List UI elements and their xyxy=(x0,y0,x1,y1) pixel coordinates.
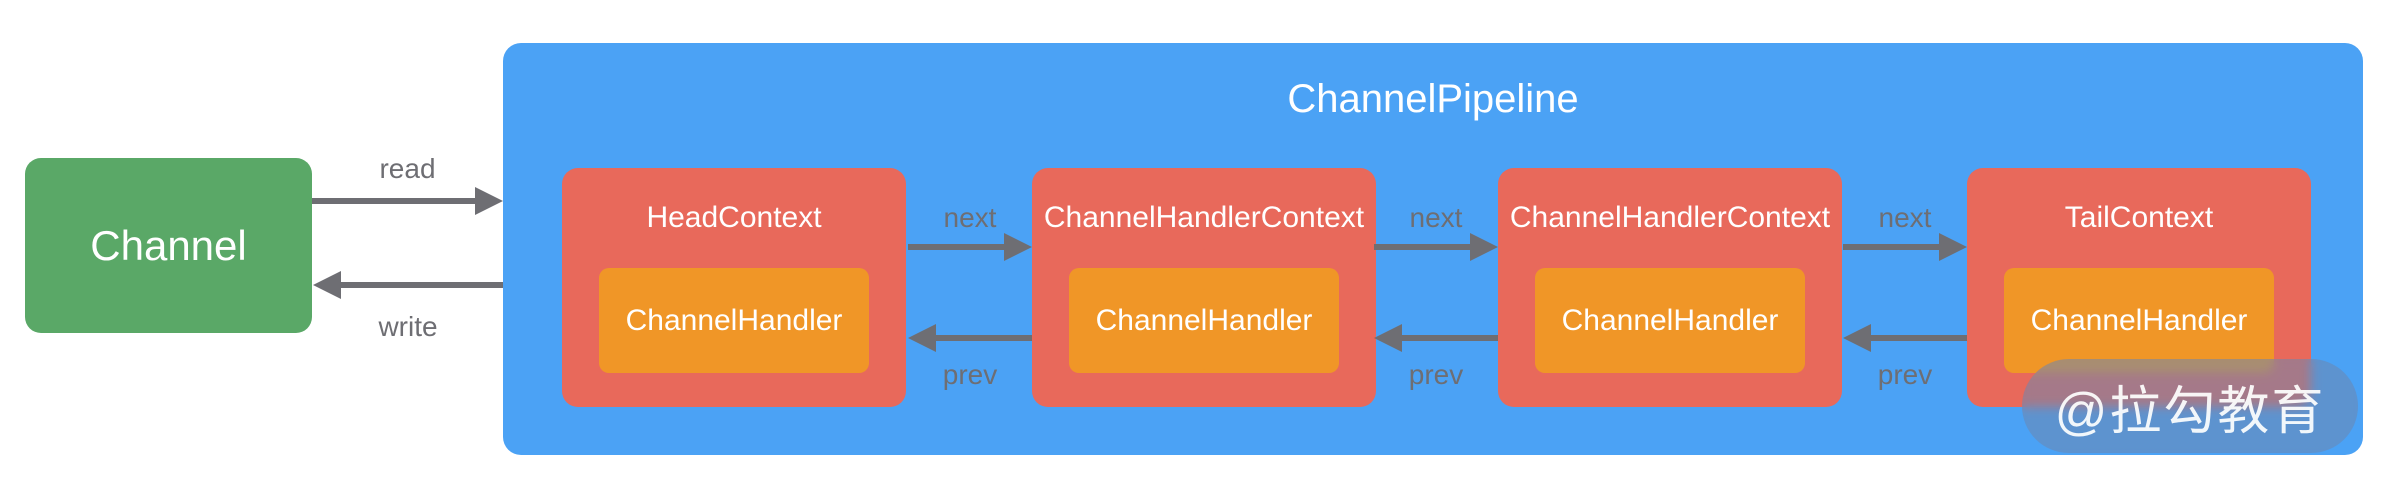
next-arrow xyxy=(1374,233,1498,261)
prev-label: prev xyxy=(942,359,998,390)
next-label: next xyxy=(1878,202,1932,233)
prev-arrow xyxy=(1843,324,1967,352)
context-node-1: ChannelHandlerContext ChannelHandler xyxy=(1032,168,1376,407)
prev-arrow xyxy=(1374,324,1498,352)
arrowhead-left-icon xyxy=(313,271,341,299)
handler-node: ChannelHandler xyxy=(2004,268,2274,373)
handler-label: ChannelHandler xyxy=(2030,303,2248,337)
context-node-2: ChannelHandlerContext ChannelHandler xyxy=(1498,168,1842,407)
channel-label: Channel xyxy=(90,221,247,269)
pipeline-title: ChannelPipeline xyxy=(1287,77,1579,121)
arrowhead-left-icon xyxy=(1843,324,1871,352)
arrowhead-right-icon xyxy=(1004,233,1032,261)
arrow-line xyxy=(337,282,503,288)
arrow-line xyxy=(908,244,1008,250)
arrowhead-right-icon xyxy=(1939,233,1967,261)
write-arrow xyxy=(313,271,503,299)
arrowhead-left-icon xyxy=(1374,324,1402,352)
channel-node: Channel xyxy=(25,158,312,333)
arrow-line xyxy=(1867,335,1967,341)
prev-label: prev xyxy=(1877,359,1933,390)
watermark-badge: @拉勾教育 xyxy=(2022,359,2358,453)
write-label: write xyxy=(378,311,438,342)
next-arrow xyxy=(908,233,1032,261)
context-label: TailContext xyxy=(2064,201,2214,234)
context-label: ChannelHandlerContext xyxy=(1043,201,1365,234)
read-arrow xyxy=(312,187,503,215)
next-label: next xyxy=(943,202,997,233)
prev-label: prev xyxy=(1408,359,1464,390)
handler-node: ChannelHandler xyxy=(1069,268,1339,373)
handler-node: ChannelHandler xyxy=(599,268,869,373)
arrowhead-right-icon xyxy=(475,187,503,215)
arrow-line xyxy=(1398,335,1498,341)
context-node-head: HeadContext ChannelHandler xyxy=(562,168,906,407)
prev-arrow xyxy=(908,324,1032,352)
next-label: next xyxy=(1409,202,1463,233)
next-arrow xyxy=(1843,233,1967,261)
arrow-line xyxy=(1843,244,1943,250)
arrow-line xyxy=(932,335,1032,341)
context-label: ChannelHandlerContext xyxy=(1509,201,1831,234)
watermark-text: @拉勾教育 xyxy=(2054,382,2326,441)
arrow-line xyxy=(1374,244,1474,250)
arrow-line xyxy=(312,198,479,204)
handler-label: ChannelHandler xyxy=(1095,303,1313,337)
arrowhead-right-icon xyxy=(1470,233,1498,261)
read-label: read xyxy=(379,153,436,184)
handler-label: ChannelHandler xyxy=(625,303,843,337)
arrowhead-left-icon xyxy=(908,324,936,352)
handler-node: ChannelHandler xyxy=(1535,268,1805,373)
pipeline-container: ChannelPipeline HeadContext ChannelHandl… xyxy=(503,43,2363,455)
handler-label: ChannelHandler xyxy=(1561,303,1779,337)
context-label: HeadContext xyxy=(646,201,822,234)
